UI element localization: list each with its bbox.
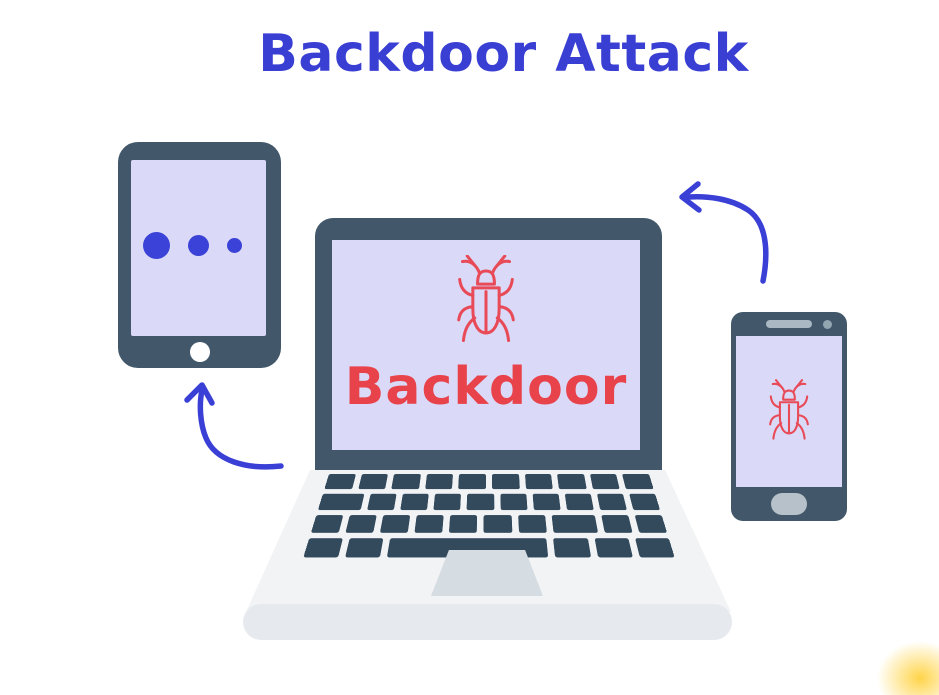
laptop-lid: Backdoor — [315, 218, 662, 470]
bug-icon — [769, 378, 809, 440]
tablet-device — [118, 142, 281, 368]
phone-top-bezel — [731, 312, 847, 336]
camera-icon — [823, 320, 832, 329]
laptop-screen: Backdoor — [332, 240, 640, 450]
keyboard-row — [310, 515, 668, 533]
dot-medium — [188, 234, 209, 256]
phone-screen — [736, 336, 842, 487]
laptop-bottom-bar — [243, 604, 732, 640]
loading-dots — [143, 231, 242, 259]
tablet-home-button — [189, 342, 210, 362]
corner-glow-decoration — [877, 641, 939, 695]
phone-device — [731, 312, 847, 521]
tablet-screen — [131, 160, 266, 336]
arrow-phone-to-laptop — [679, 181, 769, 284]
speaker-icon — [766, 320, 812, 328]
dot-small — [227, 237, 242, 253]
backdoor-label: Backdoor — [344, 357, 628, 417]
keyboard-row — [317, 493, 661, 511]
keyboard-row — [324, 474, 654, 490]
page-title: Backdoor Attack — [258, 24, 749, 84]
phone-home-button — [771, 493, 807, 515]
laptop-keyboard — [302, 474, 677, 563]
laptop-touchpad — [431, 550, 543, 596]
phone-bottom-bezel — [731, 487, 847, 521]
arrow-laptop-to-tablet — [184, 382, 284, 470]
dot-large — [143, 231, 170, 259]
bug-icon — [457, 255, 515, 343]
